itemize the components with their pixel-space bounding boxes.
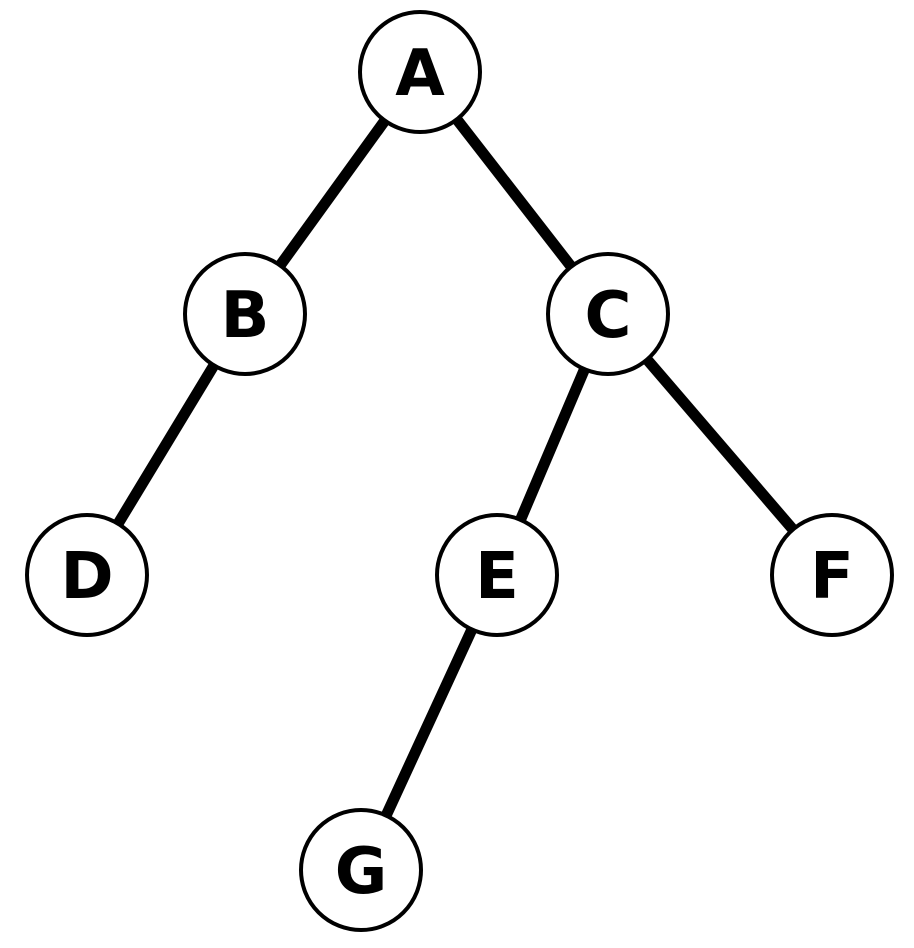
node-label-g: G <box>335 835 388 909</box>
node-label-e: E <box>475 540 519 614</box>
node-circle-f <box>770 513 894 637</box>
node-circle-e <box>435 513 559 637</box>
node-b: B <box>183 252 307 376</box>
edge-c-f <box>642 355 798 534</box>
node-circle-d <box>25 513 149 637</box>
nodes-layer: A B C D E F G <box>25 10 894 932</box>
node-d: D <box>25 513 149 637</box>
edge-a-b <box>275 117 390 269</box>
node-circle-a <box>358 10 482 134</box>
node-label-f: F <box>810 540 854 614</box>
node-circle-g <box>299 808 423 932</box>
node-label-b: B <box>221 279 270 353</box>
node-a: A <box>358 10 482 134</box>
node-e: E <box>435 513 559 637</box>
node-circle-b <box>183 252 307 376</box>
edge-e-g <box>381 627 477 818</box>
node-label-c: C <box>585 279 632 353</box>
edge-c-e <box>515 367 590 522</box>
node-f: F <box>770 513 894 637</box>
node-circle-c <box>546 252 670 376</box>
node-label-a: A <box>395 37 445 111</box>
edge-b-d <box>113 362 219 527</box>
edges-layer <box>113 116 798 818</box>
node-c: C <box>546 252 670 376</box>
node-label-d: D <box>60 540 113 614</box>
edge-a-c <box>452 116 576 270</box>
node-g: G <box>299 808 423 932</box>
